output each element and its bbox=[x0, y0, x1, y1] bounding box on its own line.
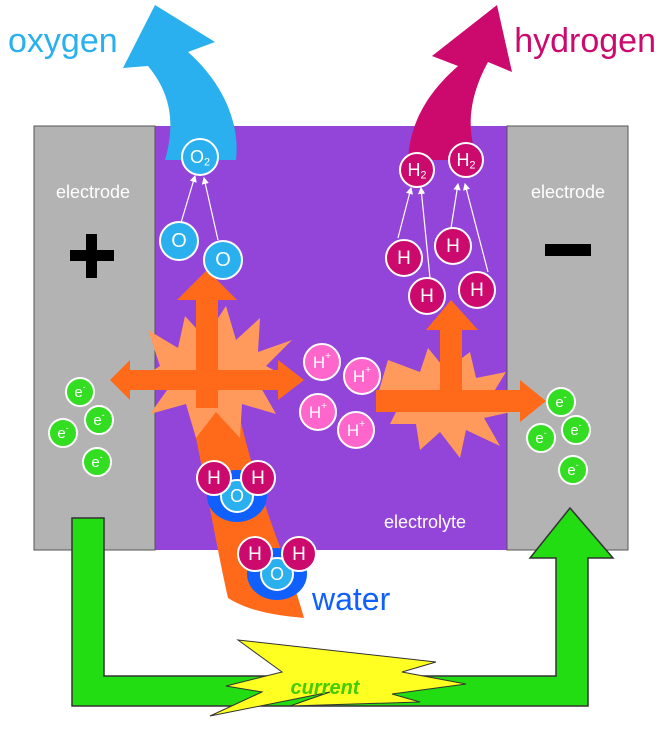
electron: e- bbox=[84, 405, 114, 435]
svg-text:H+: H+ bbox=[347, 419, 365, 440]
electron: e- bbox=[561, 415, 591, 445]
h2-molecule: H2 bbox=[399, 152, 435, 188]
reduction-burst bbox=[376, 300, 546, 458]
h2-molecule: H2 bbox=[448, 142, 484, 178]
hydrogen-ion: H+ bbox=[343, 357, 381, 395]
hydrogen-atom: H bbox=[281, 536, 317, 572]
electron: e- bbox=[65, 377, 95, 407]
hydrogen-label: hydrogen bbox=[514, 22, 656, 60]
current-label: current bbox=[291, 677, 361, 699]
hydrogen-ion: H+ bbox=[303, 343, 341, 381]
hydrogen-atom: H bbox=[196, 460, 232, 496]
svg-text:H: H bbox=[292, 544, 306, 565]
svg-text:H: H bbox=[420, 286, 434, 307]
svg-text:H: H bbox=[397, 248, 411, 269]
svg-text:e-: e- bbox=[570, 420, 581, 439]
electrode-left bbox=[33, 125, 156, 551]
lightning-bolt-icon bbox=[209, 639, 467, 717]
reaction-arrows bbox=[179, 174, 489, 279]
oxygen-label: oxygen bbox=[8, 22, 118, 60]
electrode-right-label: electrode bbox=[531, 182, 605, 202]
svg-text:H+: H+ bbox=[313, 351, 331, 372]
svg-text:e-: e- bbox=[57, 423, 68, 442]
svg-text:O: O bbox=[270, 564, 284, 584]
hydrogen-atom: H bbox=[408, 277, 446, 315]
plus-sign-icon bbox=[70, 234, 114, 278]
svg-text:e-: e- bbox=[91, 452, 102, 471]
svg-text:H: H bbox=[470, 280, 484, 301]
oxidation-burst bbox=[110, 270, 304, 438]
hydrogen-atom: H bbox=[458, 271, 496, 309]
hydrogen-atom: H bbox=[434, 227, 472, 265]
electron: e- bbox=[546, 387, 576, 417]
oxygen-atom: O bbox=[159, 221, 199, 261]
o2-molecule: O2 bbox=[181, 138, 219, 176]
electrolyte-label: electrolyte bbox=[384, 512, 466, 532]
electron: e- bbox=[48, 418, 78, 448]
electron: e- bbox=[558, 455, 588, 485]
svg-text:e-: e- bbox=[535, 428, 546, 447]
svg-text:H+: H+ bbox=[309, 401, 327, 422]
svg-text:H: H bbox=[251, 468, 265, 489]
minus-sign-icon bbox=[545, 244, 591, 256]
svg-text:e-: e- bbox=[93, 410, 104, 429]
oxygen-arrow bbox=[123, 5, 237, 160]
electron: e- bbox=[526, 423, 556, 453]
svg-text:O: O bbox=[171, 230, 187, 252]
svg-text:e-: e- bbox=[567, 460, 578, 479]
svg-text:e-: e- bbox=[555, 392, 566, 411]
electrode-left-label: electrode bbox=[56, 182, 130, 202]
svg-text:e-: e- bbox=[74, 382, 85, 401]
svg-text:O: O bbox=[230, 486, 244, 506]
hydrogen-arrow bbox=[408, 5, 512, 160]
svg-text:O2: O2 bbox=[190, 147, 210, 168]
svg-text:H+: H+ bbox=[353, 365, 371, 386]
svg-text:O: O bbox=[215, 249, 231, 271]
electron: e- bbox=[82, 447, 112, 477]
hydrogen-atom: H bbox=[385, 239, 423, 277]
oxygen-atom: O bbox=[203, 240, 243, 280]
current-wire bbox=[71, 506, 615, 707]
svg-text:H: H bbox=[207, 468, 221, 489]
hydrogen-ion: H+ bbox=[299, 393, 337, 431]
svg-text:H2: H2 bbox=[456, 150, 475, 171]
svg-text:H: H bbox=[446, 236, 460, 257]
hydrogen-atom: H bbox=[237, 536, 273, 572]
hydrogen-atom: H bbox=[240, 460, 276, 496]
svg-text:H: H bbox=[248, 544, 262, 565]
svg-text:H2: H2 bbox=[407, 160, 426, 181]
hydrogen-ion: H+ bbox=[337, 411, 375, 449]
water-label: water bbox=[311, 581, 391, 617]
